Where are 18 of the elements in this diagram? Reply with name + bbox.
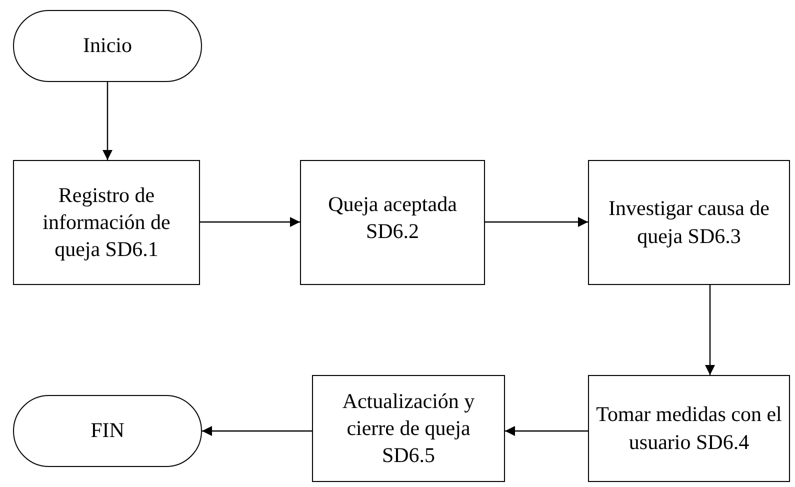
node-label: Inicio <box>83 32 132 60</box>
arrow <box>705 285 715 375</box>
process-box <box>312 375 505 482</box>
process-box <box>13 160 200 285</box>
process-box <box>588 375 790 482</box>
node-label: Investigar causa de queja SD6.3 <box>608 195 770 250</box>
arrow <box>102 82 112 160</box>
node-label: Queja aceptada SD6.2 <box>327 191 458 246</box>
arrow <box>485 217 588 227</box>
node-label: Tomar medidas con el usuario SD6.4 <box>595 401 783 456</box>
process-box <box>300 160 485 285</box>
node-label: FIN <box>90 417 124 444</box>
arrow <box>200 217 300 227</box>
process-box <box>588 160 790 285</box>
arrow <box>505 426 588 436</box>
node-label: Actualización y cierre de queja SD6.5 <box>341 388 476 470</box>
node-label: Registro de información de queja SD6.1 <box>42 182 172 264</box>
arrow <box>202 426 312 436</box>
